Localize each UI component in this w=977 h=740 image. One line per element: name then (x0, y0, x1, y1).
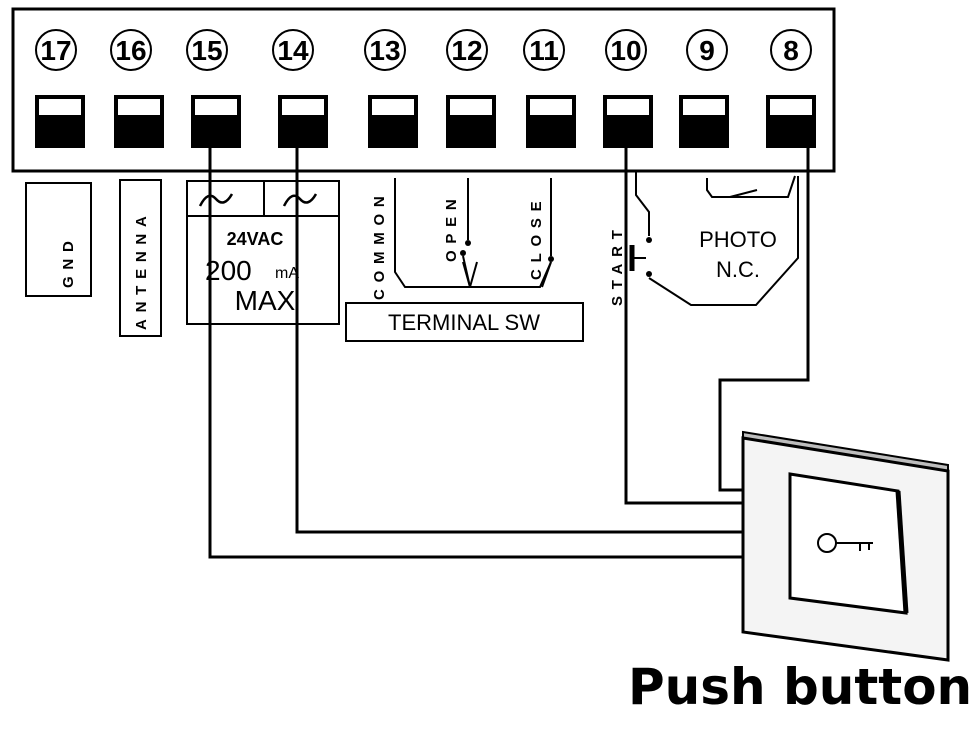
power-current-label: 200 (205, 255, 252, 286)
common-label: COMMON (371, 190, 388, 301)
gnd-box (25, 182, 92, 297)
push-button-caption: Push button (628, 658, 972, 716)
terminal-sw-label: TERMINAL SW (388, 310, 540, 335)
terminal-numbers: 17 16 15 14 13 12 11 10 9 8 (35, 29, 812, 71)
power-voltage-label: 24VAC (227, 229, 284, 249)
nc-label: N.C. (716, 257, 760, 282)
terminal-block (114, 95, 164, 148)
start-label: START (609, 223, 626, 306)
terminal-number: 13 (369, 35, 400, 66)
terminal-number: 11 (529, 35, 559, 66)
terminal-number: 14 (277, 35, 309, 66)
push-button-device (741, 430, 950, 662)
terminal-block (368, 95, 418, 148)
terminal-number-circle (770, 29, 812, 71)
open-label: OPEN (443, 192, 460, 262)
close-label: CLOSE (528, 195, 545, 280)
terminal-block (191, 95, 241, 148)
terminal-sw-box (345, 302, 584, 342)
terminal-number-circle (364, 29, 406, 71)
terminal-block (35, 95, 85, 148)
terminal-block (446, 95, 496, 148)
power-unit-label: mA (275, 265, 299, 282)
wire-terminal-14 (295, 138, 742, 534)
terminal-number: 10 (610, 35, 641, 66)
start-switch (629, 172, 652, 277)
terminal-number: 16 (115, 35, 146, 66)
gnd-label: GND (60, 234, 77, 288)
terminal-number-circle (186, 29, 228, 71)
terminal-number-circle (272, 29, 314, 71)
terminal-block (679, 95, 729, 148)
terminal-number: 12 (451, 35, 482, 66)
terminal-block (526, 95, 576, 148)
terminal-number: 15 (191, 35, 222, 66)
wire-terminal-8 (718, 138, 810, 492)
wire-terminal-15 (208, 138, 742, 559)
terminal-sw-circuit (394, 178, 554, 288)
key-icon (817, 533, 873, 553)
antenna-label: ANTENNA (133, 209, 150, 330)
terminal-blocks (35, 95, 816, 148)
terminal-number-circle (35, 29, 77, 71)
terminal-number-circle (110, 29, 152, 71)
terminal-number: 17 (40, 35, 71, 66)
ac-wave-icon (282, 193, 318, 207)
wiring (208, 138, 810, 559)
power-max-label: MAX (235, 285, 296, 316)
terminal-number: 9 (699, 35, 715, 66)
terminal-number-circle (605, 29, 647, 71)
antenna-box (119, 179, 162, 337)
wire-terminal-10 (624, 138, 742, 505)
photo-label: PHOTO (699, 227, 777, 252)
ac-wave-icon (198, 193, 234, 207)
photo-nc-contact (648, 175, 799, 306)
terminal-block (603, 95, 653, 148)
terminal-number-circle (686, 29, 728, 71)
terminal-number-circle (523, 29, 565, 71)
terminal-block (278, 95, 328, 148)
terminal-number: 8 (783, 35, 799, 66)
terminal-number-circle (446, 29, 488, 71)
